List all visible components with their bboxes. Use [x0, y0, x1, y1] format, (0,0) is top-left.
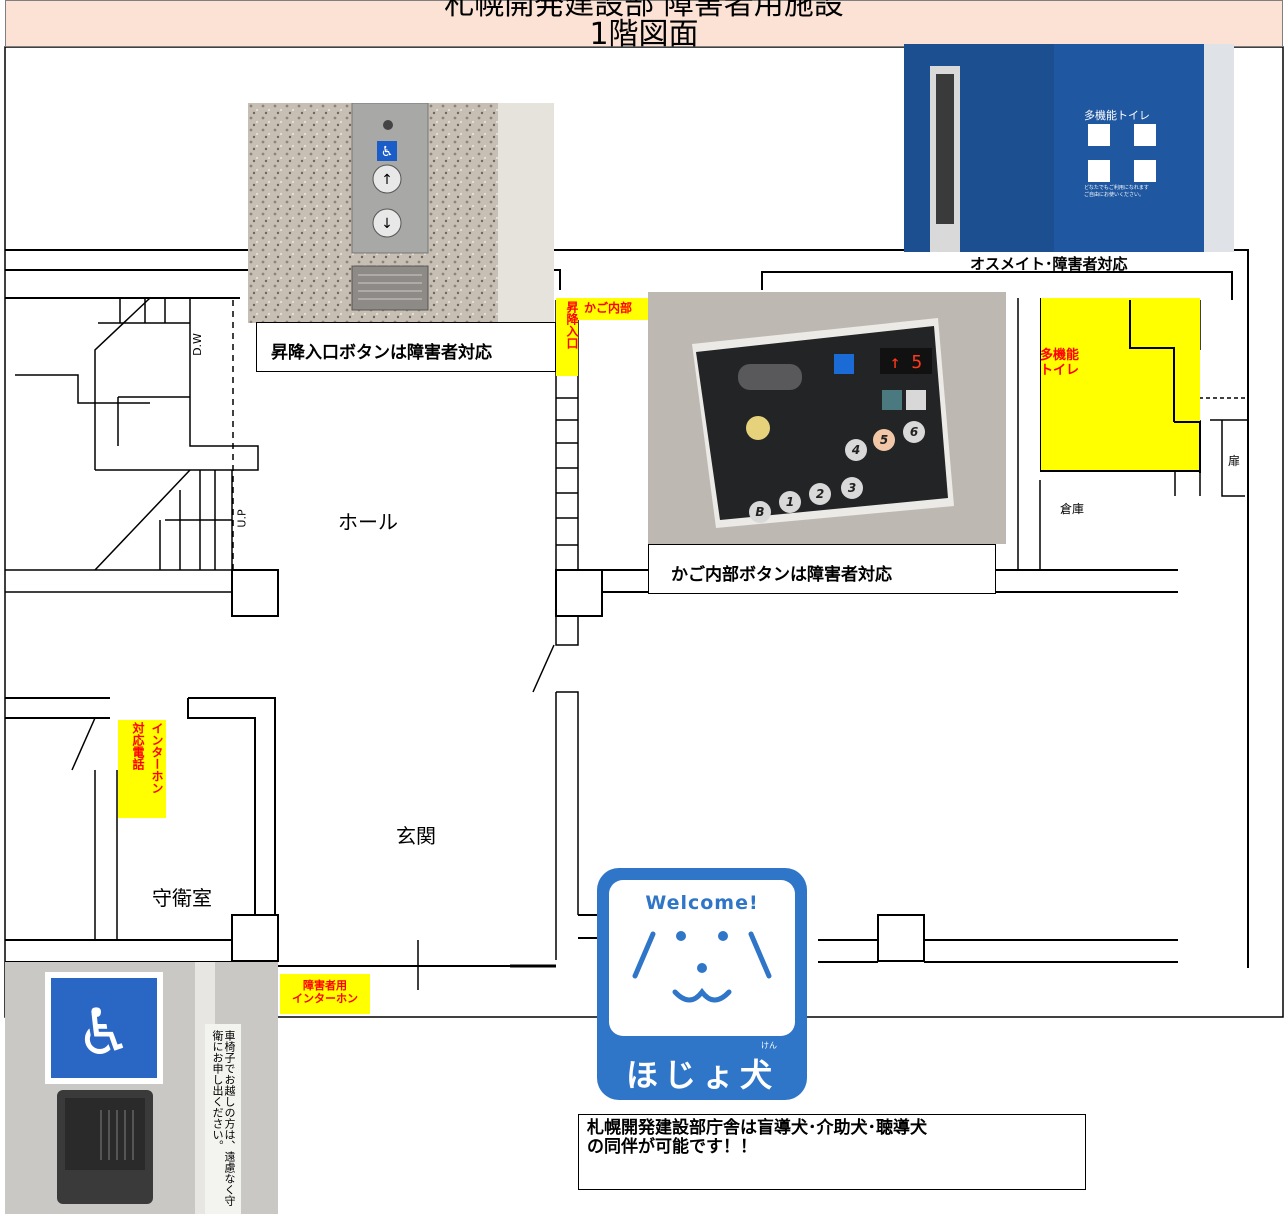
floor-button-1: 1	[779, 491, 801, 513]
door-label: 扉	[1228, 454, 1241, 468]
floor-button-4: 4	[845, 439, 867, 461]
intercom-photo: ♿ 車椅子でお越しの方は、遠慮なく守衛にお申し出ください。	[5, 962, 278, 1214]
multi-toilet-label: 多機能 トイレ	[1040, 348, 1080, 378]
dog-sign-welcome: Welcome!	[645, 892, 759, 914]
pillar	[231, 569, 279, 617]
toilet-sign-photo: 多機能トイレ どなたでもご利用になれます ご自由にお使いください。	[904, 44, 1234, 252]
landing-button-caption: 昇降入口ボタンは障害者対応	[256, 322, 556, 372]
svg-text:♿: ♿	[381, 144, 394, 160]
svg-text:♿: ♿	[75, 996, 132, 1070]
floor-button-2: 2	[809, 483, 831, 505]
assistance-dog-caption: 札幌開発建設部庁舎は盲導犬･介助犬･聴導犬 の同伴が可能です！！	[578, 1114, 1086, 1190]
intercom-phone-label: インターホン 対応電話	[118, 720, 166, 818]
dog-sign-ruby: けん	[761, 1041, 777, 1050]
toilet-sign-note: どなたでもご利用になれます ご自由にお使いください。	[1084, 185, 1149, 198]
floor-button-3: 3	[841, 477, 863, 499]
intercom-accessible-line2: インターホン	[292, 992, 358, 1005]
intercom-phone-line1: インターホン	[150, 722, 164, 794]
pillar	[555, 569, 603, 617]
floor-button-5: 5	[873, 429, 895, 451]
cut-off-title: 札幌開発建設部 障害者用施設	[444, 0, 844, 22]
down-arrow-icon	[372, 208, 402, 238]
wheelchair-icon	[377, 141, 397, 161]
floor-button-6: 6	[903, 421, 925, 443]
landing-photo-art: ♿ ↑ ↓	[248, 103, 554, 323]
wheelchair-icon	[834, 354, 854, 374]
page-title: 1階図面	[589, 17, 699, 52]
wheelchair-icon	[1088, 124, 1110, 146]
toilet-sign-title: 多機能トイレ	[1084, 109, 1150, 122]
room-storage: 倉庫	[1060, 502, 1085, 516]
room-guard: 守衛室	[152, 886, 212, 910]
ostomate-label: オスメイト･障害者対応	[970, 255, 1128, 273]
pillar	[877, 914, 925, 962]
staircase	[5, 297, 259, 593]
intercom-note: 車椅子でお越しの方は、遠慮なく守衛にお申し出ください。	[211, 1030, 236, 1206]
assistance-dog-sign: Welcome! ほじょ犬 けん	[595, 866, 809, 1102]
car-interior-label: かご内部	[578, 298, 648, 320]
toilet-photo-art	[904, 44, 1234, 252]
dog-face-icon	[632, 931, 772, 1003]
landing-button-photo: ♿ ↑ ↓	[248, 103, 554, 323]
room-entrance: 玄関	[396, 824, 436, 848]
dog-sign-art	[597, 868, 807, 1100]
svg-text:↓: ↓	[381, 216, 393, 232]
room-hall: ホール	[338, 510, 398, 534]
dog-sign-name: ほじょ犬	[625, 1056, 778, 1094]
toilet-walls	[1040, 298, 1201, 473]
stair-down-label: D.W	[190, 333, 204, 356]
floor-button-B: B	[749, 501, 771, 523]
intercom-photo-art: ♿	[5, 962, 278, 1214]
floor-indicator: ↑ 5	[890, 352, 923, 373]
intercom-accessible-label: 障害者用 インターホン	[280, 974, 370, 1014]
car-button-caption: かご内部ボタンは障害者対応	[648, 544, 996, 594]
stair-up-label: U.P	[235, 509, 249, 528]
intercom-phone-line2: 対応電話	[131, 722, 145, 770]
pillar	[231, 914, 279, 962]
intercom-accessible-line1: 障害者用	[303, 979, 347, 992]
wheelchair-icon	[51, 978, 157, 1078]
up-arrow-icon	[372, 164, 402, 194]
car-panel-art: ↑ 5	[648, 292, 1006, 544]
svg-text:↑: ↑	[381, 172, 393, 188]
title-bar: 札幌開発建設部 障害者用施設 1階図面	[5, 0, 1283, 52]
elevator-landing-label: 昇降入口	[556, 298, 579, 376]
